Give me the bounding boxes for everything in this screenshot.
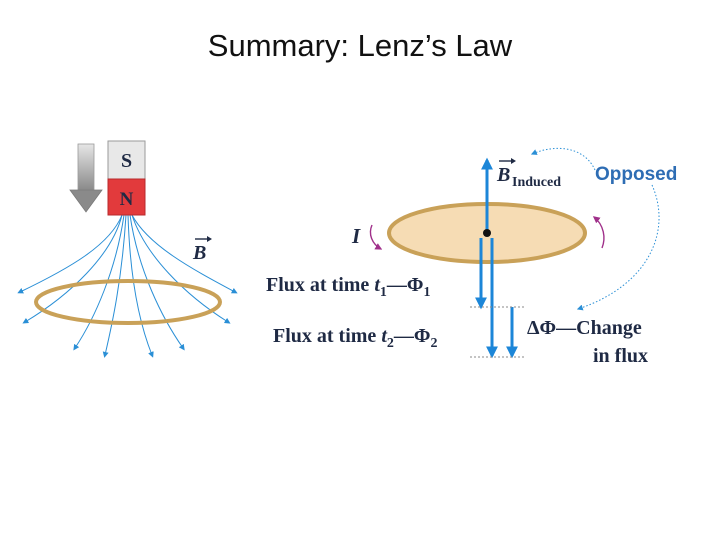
field-line bbox=[129, 214, 185, 351]
conducting-loop-left bbox=[34, 279, 222, 325]
change-in-flux-label: ΔΦ—Change in flux bbox=[527, 317, 648, 367]
down-arrow-icon bbox=[69, 143, 103, 213]
svg-text:Flux at time t2—Φ2: Flux at time t2—Φ2 bbox=[273, 325, 437, 351]
bar-magnet: S N bbox=[107, 140, 146, 216]
svg-text:B: B bbox=[192, 242, 206, 264]
magnet-north-pole bbox=[107, 178, 146, 216]
loop-center-dot bbox=[483, 229, 491, 237]
svg-text:Induced: Induced bbox=[512, 175, 561, 190]
field-line bbox=[22, 214, 123, 324]
svg-text:Flux at time t1—Φ1: Flux at time t1—Φ1 bbox=[266, 274, 430, 300]
flux-t1-label: Flux at time t1—Φ1 bbox=[266, 274, 430, 300]
field-lines bbox=[17, 214, 238, 358]
b-induced-label: B Induced bbox=[496, 158, 561, 190]
b-field-label: B bbox=[192, 236, 212, 264]
field-line bbox=[127, 214, 154, 358]
flux-guide-lines bbox=[470, 306, 525, 358]
north-pole-label: N bbox=[120, 189, 134, 210]
field-line bbox=[17, 214, 123, 294]
field-line bbox=[102, 214, 127, 358]
svg-text:in flux: in flux bbox=[593, 345, 648, 367]
flux-t2-label: Flux at time t2—Φ2 bbox=[273, 325, 437, 351]
slide-title: Summary: Lenz’s Law bbox=[207, 28, 513, 63]
opposed-label: Opposed bbox=[595, 164, 677, 185]
svg-text:ΔΦ—Change: ΔΦ—Change bbox=[527, 317, 642, 339]
field-line bbox=[73, 214, 125, 351]
opposition-curves bbox=[530, 147, 660, 311]
svg-text:B: B bbox=[496, 164, 510, 186]
current-label: I bbox=[351, 224, 361, 248]
magnet-south-pole bbox=[107, 140, 146, 180]
current-direction-arrows bbox=[369, 216, 605, 250]
south-pole-label: S bbox=[121, 150, 132, 172]
field-line bbox=[131, 214, 238, 294]
field-line bbox=[131, 214, 231, 324]
